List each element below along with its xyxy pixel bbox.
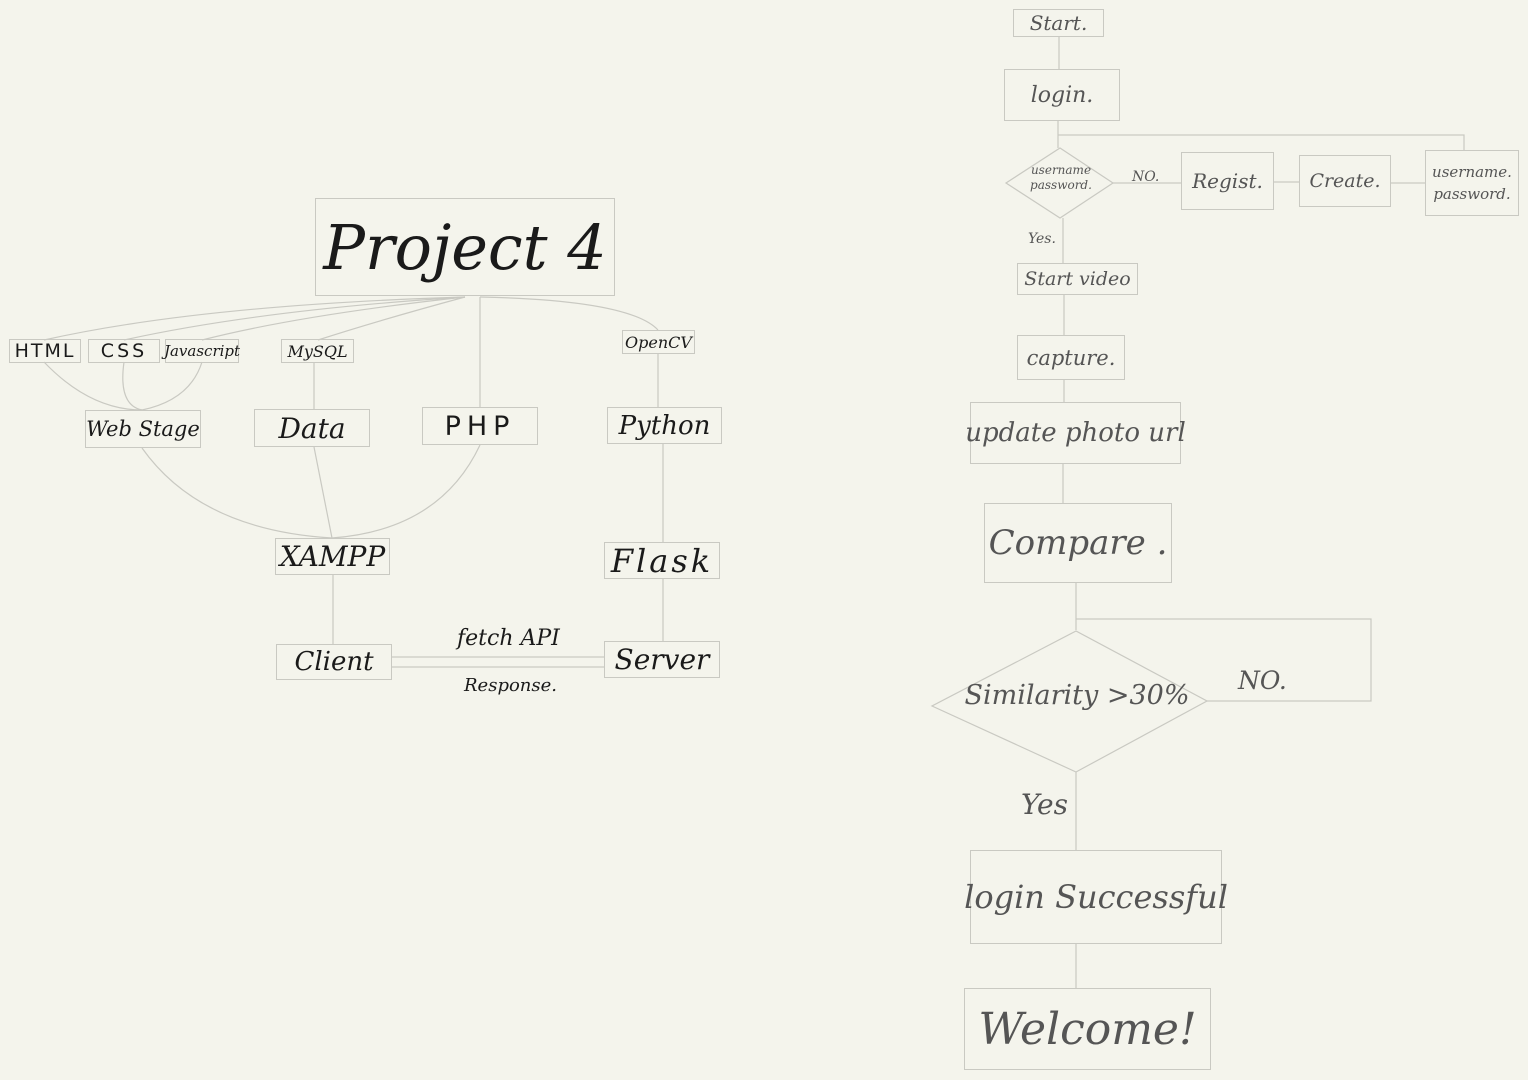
css-label: CSS	[100, 340, 148, 362]
client-node: Client	[276, 644, 392, 680]
capture-label: capture.	[1026, 345, 1116, 370]
login-node: login.	[1004, 69, 1120, 121]
new-credentials-line1: username.	[1432, 162, 1512, 181]
opencv-label: OpenCV	[625, 332, 692, 352]
xampp-node: XAMPP	[275, 538, 390, 575]
server-label: Server	[614, 643, 710, 676]
start-video-label: Start video	[1024, 268, 1131, 290]
create-node: Create.	[1299, 155, 1391, 207]
new-credentials-line2: password.	[1433, 185, 1511, 203]
login-successful-node: login Successful	[964, 850, 1228, 944]
javascript-label: Javascript	[163, 342, 241, 360]
web-stage-node: Web Stage	[85, 410, 201, 448]
opencv-node: OpenCV	[622, 330, 695, 354]
python-node: Python	[607, 407, 722, 444]
mysql-label: MySQL	[287, 341, 348, 361]
similarity-label: Similarity >30%	[964, 680, 1190, 711]
data-node: Data	[254, 409, 370, 447]
server-node: Server	[604, 641, 720, 678]
data-label: Data	[278, 411, 346, 445]
php-label: PHP	[444, 410, 516, 442]
regist-label: Regist.	[1192, 169, 1263, 193]
credential-check-text: username password.	[1016, 163, 1106, 193]
client-label: Client	[294, 647, 374, 677]
credential-check-line1: username	[1030, 163, 1092, 177]
response-label: Response.	[464, 675, 558, 696]
project-title-box: Project 4	[315, 198, 615, 296]
login-successful-label: login Successful	[964, 878, 1228, 916]
start-label: Start.	[1029, 11, 1088, 35]
css-node: CSS	[88, 339, 160, 363]
welcome-label: Welcome!	[978, 1003, 1197, 1055]
capture-node: capture.	[1017, 335, 1125, 380]
python-label: Python	[618, 410, 711, 441]
fetch-api-label: fetch API	[457, 626, 560, 651]
check-yes-label: Yes.	[1028, 231, 1056, 247]
new-credentials-node: username. password.	[1425, 150, 1519, 216]
web-stage-label: Web Stage	[86, 417, 200, 441]
welcome-node: Welcome!	[964, 988, 1211, 1070]
login-label: login.	[1030, 82, 1094, 108]
update-photo-label: update photo url	[965, 418, 1186, 448]
credential-check-line2: password.	[1030, 178, 1092, 192]
similarity-check-text: Similarity >30%	[962, 679, 1192, 713]
similarity-yes-label: Yes	[1021, 788, 1068, 821]
project-title: Project 4	[323, 210, 607, 284]
check-no-label: NO.	[1132, 169, 1160, 185]
compare-label: Compare .	[988, 523, 1168, 563]
start-video-node: Start video	[1017, 263, 1138, 295]
html-label: HTML	[14, 340, 76, 362]
javascript-node: Javascript	[163, 339, 241, 363]
update-photo-node: update photo url	[965, 402, 1186, 464]
compare-node: Compare .	[984, 503, 1172, 583]
flask-label: Flask	[610, 541, 714, 580]
php-node: PHP	[422, 407, 538, 445]
similarity-no-label: NO.	[1238, 666, 1287, 695]
html-node: HTML	[9, 339, 81, 363]
regist-node: Regist.	[1181, 152, 1274, 210]
mysql-node: MySQL	[281, 339, 354, 363]
xampp-label: XAMPP	[279, 540, 386, 573]
start-node: Start.	[1013, 9, 1104, 37]
flask-node: Flask	[604, 541, 720, 580]
create-label: Create.	[1309, 170, 1381, 192]
